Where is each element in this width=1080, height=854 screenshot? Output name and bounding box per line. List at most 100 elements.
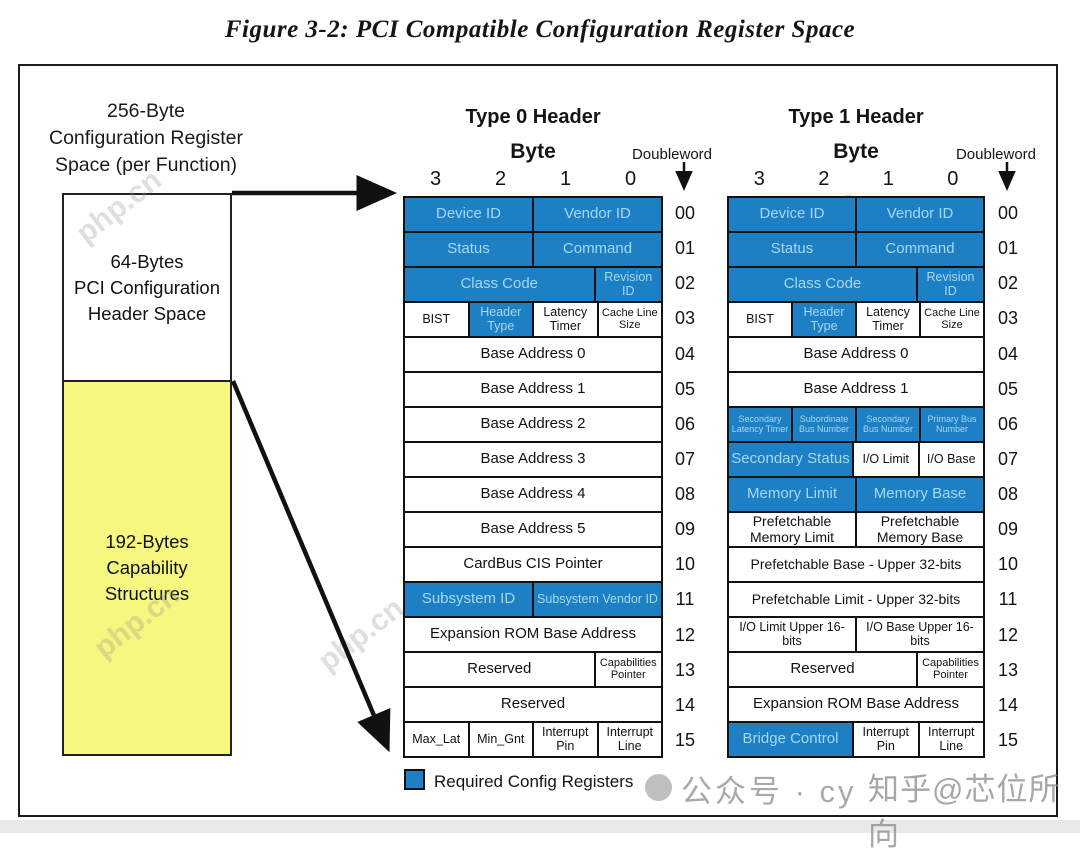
register-cell-prefetchable-limit-upper-32-bits: Prefetchable Limit - Upper 32-bits [751,590,961,607]
doubleword-number-04: 04 [997,343,1019,364]
register-cell-expansion-rom-base-address: Expansion ROM Base Address [753,695,959,713]
doubleword-number-10: 10 [997,554,1019,575]
register-cell-bist: BIST [729,303,793,336]
register-row-09: Base Address 5 [405,513,661,548]
doubleword-number-06: 06 [674,413,696,434]
type1-doubleword-label: Doubleword [955,146,1037,163]
type0-doubleword-label: Doubleword [631,146,713,163]
doubleword-number-12: 12 [674,624,696,645]
doubleword-number-00: 00 [674,203,696,224]
byte-number-2: 2 [494,168,507,190]
register-cell-secondary-status: Secondary Status [729,443,854,476]
doubleword-number-03: 03 [997,308,1019,329]
byte-number-3: 3 [753,168,765,190]
register-cell-header-type: Header Type [469,303,534,336]
doubleword-number-11: 11 [675,589,695,610]
byte-number-0: 0 [624,168,637,190]
register-row-04: Base Address 0 [405,338,661,373]
register-cell-base-address-4: Base Address 4 [480,485,586,503]
register-cell-i-o-limit: I/O Limit [854,443,920,476]
register-cell-primary-bus-number: Primary Bus Number [921,408,983,441]
register-cell-subsystem-id: Subsystem ID [405,583,534,616]
register-row-05: Base Address 1 [405,373,661,408]
register-cell-command: Command [534,233,661,266]
register-row-08: Base Address 4 [405,478,661,513]
register-cell-prefetchable-base-upper-32-bits: Prefetchable Base - Upper 32-bits [750,555,962,572]
register-cell-interrupt-line: Interrupt Line [606,725,654,753]
register-cell-class-code: Class Code [405,268,596,301]
register-cell-cache-line-size: Cache Line Size [601,306,658,331]
legend-required-label: Required Config Registers [434,772,634,791]
register-cell-status: Status [729,233,857,266]
doubleword-number-09: 09 [674,519,696,540]
doubleword-number-05: 05 [997,378,1019,399]
register-row-10: Prefetchable Base - Upper 32-bits [729,548,983,583]
doubleword-number-07: 07 [997,448,1019,469]
doubleword-number-13: 13 [674,659,696,680]
byte-number-1: 1 [559,168,572,190]
register-cell-bist: BIST [405,303,470,336]
config-space-caption: 256-Byte Configuration Register Space (p… [48,100,244,176]
byte-number-0: 0 [947,168,959,190]
register-cell-base-address-1: Base Address 1 [803,380,909,398]
register-cell-base-address-2: Base Address 2 [480,415,586,433]
type1-byte-numbers: 3 2 1 0 [727,168,985,191]
figure-title: Figure 3-2: PCI Compatible Configuration… [224,16,856,43]
register-cell-revision-id: Revision ID [918,268,983,301]
register-cell-base-address-3: Base Address 3 [480,450,586,468]
register-cell-revision-id: Revision ID [595,268,661,301]
doubleword-number-01: 01 [674,238,696,259]
register-cell-reserved: Reserved [500,695,566,713]
register-cell-vendor-id: Vendor ID [534,198,661,231]
register-cell-min-gnt: Min_Gnt [470,723,534,756]
register-cell-reserved: Reserved [729,653,918,686]
register-cell-reserved: Reserved [405,653,596,686]
byte-number-3: 3 [429,168,442,190]
register-cell-prefetchable-memory-limit: Prefetchable Memory Limit [729,513,857,546]
type0-byte-numbers: 3 2 1 0 [403,168,663,191]
doubleword-number-07: 07 [674,448,696,469]
register-row-05: Base Address 1 [729,373,983,408]
doubleword-number-01: 01 [997,238,1019,259]
doubleword-number-00: 00 [997,203,1019,224]
register-cell-secondary-latency-timer: Secondary Latency Timer [729,408,793,441]
register-cell-vendor-id: Vendor ID [857,198,983,231]
register-cell-max-lat: Max_Lat [405,723,470,756]
register-cell-latency-timer: Latency Timer [534,303,599,336]
register-cell-expansion-rom-base-address: Expansion ROM Base Address [430,625,636,643]
register-cell-secondary-bus-number: Secondary Bus Number [857,408,921,441]
register-cell-interrupt-pin: Interrupt Pin [854,723,920,756]
register-cell-prefetchable-memory-base: Prefetchable Memory Base [876,513,964,545]
register-cell-i-o-base: I/O Base [926,451,976,466]
doubleword-number-10: 10 [674,554,696,575]
register-cell-i-o-base-upper-16-bits: I/O Base Upper 16-bits [866,620,974,648]
byte-number-2: 2 [818,168,830,190]
config-space-box: 64-Bytes PCI Configuration Header Space … [62,193,232,756]
type1-header-title: Type 1 Header [788,106,924,128]
register-cell-capabilities-pointer: Capabilities Pointer [599,656,657,681]
register-cell-class-code: Class Code [729,268,918,301]
register-row-12: Expansion ROM Base Address [405,618,661,653]
header-space-segment: 64-Bytes PCI Configuration Header Space [64,195,230,382]
byte-number-1: 1 [882,168,894,190]
register-cell-latency-timer: Latency Timer [857,303,921,336]
doubleword-number-08: 08 [997,484,1019,505]
doubleword-number-13: 13 [997,659,1019,680]
doubleword-number-11: 11 [998,589,1018,610]
type0-byte-label: Byte [510,140,556,163]
doubleword-number-05: 05 [674,378,696,399]
register-row-14: Expansion ROM Base Address [729,688,983,723]
register-cell-device-id: Device ID [729,198,857,231]
register-row-14: Reserved [405,688,661,723]
register-row-11: Prefetchable Limit - Upper 32-bits [729,583,983,618]
